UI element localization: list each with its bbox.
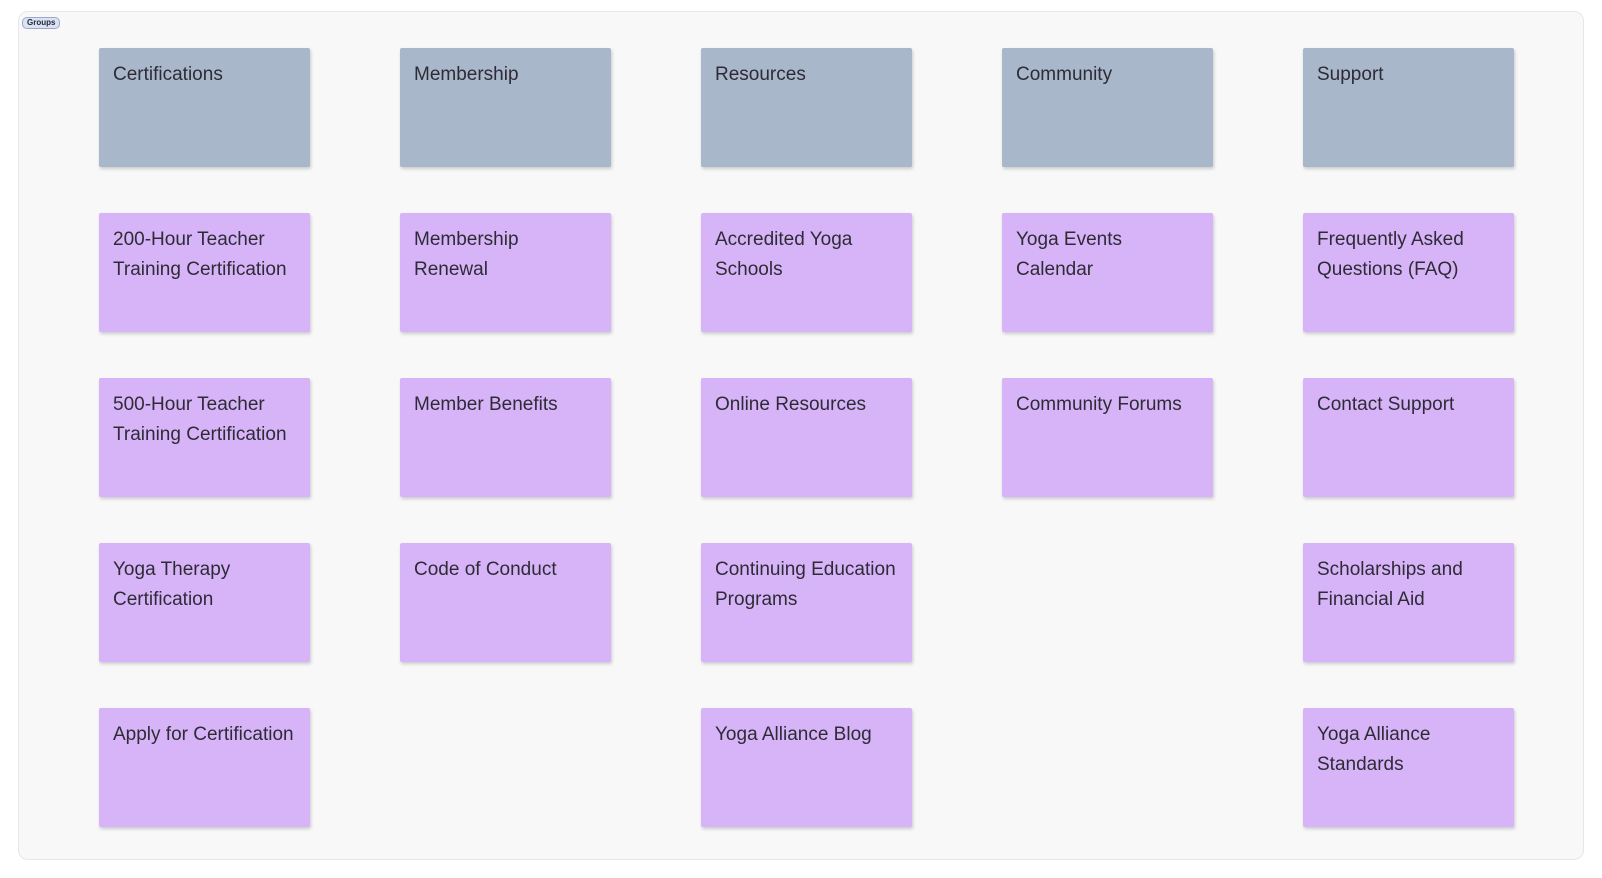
card-label: Accredited Yoga Schools (715, 229, 853, 280)
card-label: Yoga Alliance Blog (715, 724, 872, 745)
card-label: Membership Renewal (414, 229, 519, 280)
card-label: Yoga Events Calendar (1016, 229, 1122, 280)
group-header-card[interactable]: Support (1303, 48, 1514, 167)
card[interactable]: Community Forums (1002, 378, 1213, 497)
card[interactable]: Apply for Certification (99, 708, 310, 827)
group-header-label: Membership (414, 64, 519, 85)
card[interactable]: 500-Hour Teacher Training Certification (99, 378, 310, 497)
card-label: Scholarships and Financial Aid (1317, 559, 1463, 610)
card-label: Member Benefits (414, 394, 558, 415)
card[interactable]: Membership Renewal (400, 213, 611, 332)
card[interactable]: Online Resources (701, 378, 912, 497)
group-header-card[interactable]: Community (1002, 48, 1213, 167)
card-label: Frequently Asked Questions (FAQ) (1317, 229, 1464, 280)
card[interactable]: Yoga Alliance Blog (701, 708, 912, 827)
card-label: 500-Hour Teacher Training Certification (113, 394, 287, 445)
card-label: Community Forums (1016, 394, 1182, 415)
groups-grid: Certifications 200-Hour Teacher Training … (99, 48, 1514, 827)
group-header-label: Certifications (113, 64, 223, 85)
card[interactable]: Scholarships and Financial Aid (1303, 543, 1514, 662)
card[interactable]: Frequently Asked Questions (FAQ) (1303, 213, 1514, 332)
card-label: Continuing Education Programs (715, 559, 896, 610)
group-header-label: Support (1317, 64, 1384, 85)
card[interactable]: Yoga Alliance Standards (1303, 708, 1514, 827)
card[interactable]: Code of Conduct (400, 543, 611, 662)
card-label: Code of Conduct (414, 559, 557, 580)
card-label: Apply for Certification (113, 724, 294, 745)
group-header-label: Resources (715, 64, 806, 85)
card[interactable]: Member Benefits (400, 378, 611, 497)
group-header-card[interactable]: Membership (400, 48, 611, 167)
card[interactable]: Accredited Yoga Schools (701, 213, 912, 332)
card-label: Online Resources (715, 394, 867, 415)
card-label: Yoga Therapy Certification (113, 559, 231, 610)
groups-badge: Groups (22, 17, 61, 29)
card[interactable]: Continuing Education Programs (701, 543, 912, 662)
groups-panel: Groups Certifications 200-Hour Teacher Tr… (18, 11, 1584, 860)
card-label: Contact Support (1317, 394, 1455, 415)
group-header-label: Community (1016, 64, 1113, 85)
card[interactable]: 200-Hour Teacher Training Certification (99, 213, 310, 332)
card-label: Yoga Alliance Standards (1317, 724, 1431, 775)
card[interactable]: Contact Support (1303, 378, 1514, 497)
card[interactable]: Yoga Therapy Certification (99, 543, 310, 662)
group-header-card[interactable]: Certifications (99, 48, 310, 167)
card-label: 200-Hour Teacher Training Certification (113, 229, 287, 280)
group-header-card[interactable]: Resources (701, 48, 912, 167)
card[interactable]: Yoga Events Calendar (1002, 213, 1213, 332)
